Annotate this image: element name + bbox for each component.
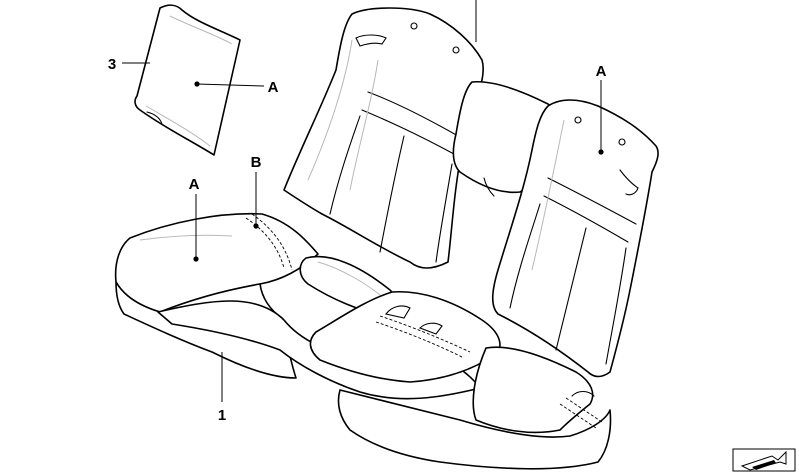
label-a-cushion: A (189, 176, 200, 193)
label-part-3: 3 (108, 56, 116, 73)
seat-cover-panel (134, 4, 265, 156)
label-a-cover: A (268, 79, 279, 96)
label-b: B (251, 154, 262, 171)
arrow-icon (732, 448, 796, 472)
label-part-1: 1 (218, 407, 226, 424)
label-a-backrest: A (596, 63, 607, 80)
leader-a-cover (196, 83, 265, 87)
backrest-assembly (283, 0, 659, 378)
seat-cushion (114, 172, 612, 470)
